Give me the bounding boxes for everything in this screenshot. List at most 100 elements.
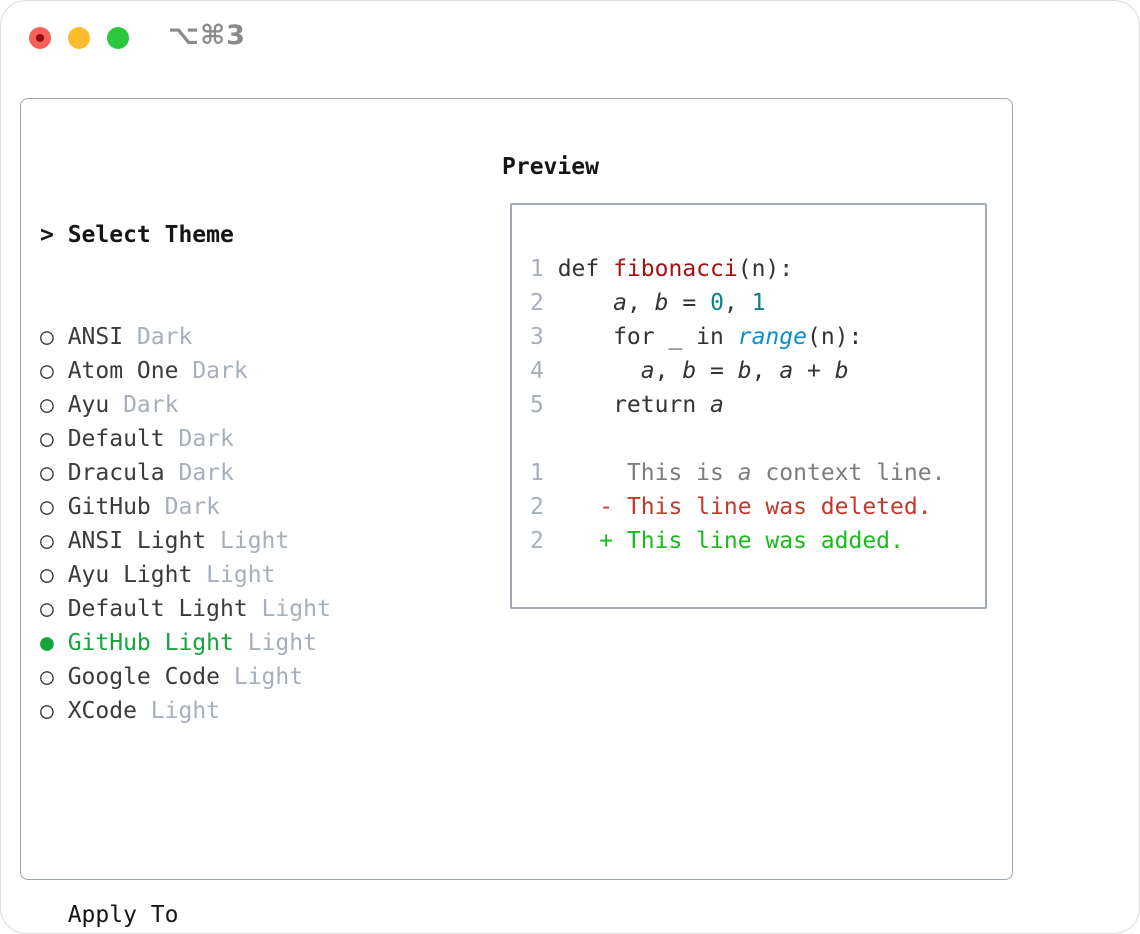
code-token: a <box>737 460 752 486</box>
spacer <box>40 796 428 830</box>
preview-heading: Preview <box>502 154 599 180</box>
close-inner-dot-icon <box>36 34 44 42</box>
line-number: 2 <box>530 528 544 554</box>
theme-option[interactable]: ○Google Code Light <box>40 660 428 694</box>
theme-option[interactable]: ○ANSI Light Light <box>40 524 428 558</box>
apply-to-label: Apply To <box>67 902 179 928</box>
code-line: 5 return a <box>530 388 985 422</box>
code-line: 1 This is a context line. <box>530 456 985 490</box>
window-title: ⌥⌘3 <box>168 20 246 51</box>
line-number: 1 <box>530 256 544 282</box>
theme-name: Ayu Light <box>67 562 193 588</box>
code-line: 2 - This line was deleted. <box>530 490 985 524</box>
radio-off-icon: ○ <box>40 698 54 724</box>
theme-selector: >Select Theme ○ANSI Dark○Atom One Dark○A… <box>40 150 428 933</box>
theme-option[interactable]: ○XCode Light <box>40 694 428 728</box>
radio-on-icon: ● <box>40 630 54 656</box>
theme-option[interactable]: ○Dracula Dark <box>40 456 428 490</box>
code-token: a <box>640 358 655 384</box>
theme-name: Atom One <box>67 358 179 384</box>
theme-variant-tag: Light <box>247 596 331 622</box>
theme-variant-tag: Light <box>233 630 317 656</box>
radio-off-icon: ○ <box>40 392 54 418</box>
code-token: , <box>654 358 683 384</box>
code-token: (n): <box>806 324 863 350</box>
code-token: 0 <box>710 290 724 316</box>
code-token: b <box>654 290 669 316</box>
code-line: 2 + This line was added. <box>530 524 985 558</box>
radio-off-icon: ○ <box>40 358 54 384</box>
code-token <box>544 290 613 316</box>
close-button[interactable] <box>29 27 51 49</box>
code-token: return <box>543 392 711 418</box>
theme-option[interactable]: ● GitHub Light Light <box>40 626 428 660</box>
line-number: 4 <box>530 358 544 384</box>
code-token: b <box>682 358 697 384</box>
radio-off-icon: ○ <box>40 494 54 520</box>
theme-variant-tag: Dark <box>150 494 221 520</box>
line-number: 3 <box>530 324 544 350</box>
minimize-button[interactable] <box>68 27 90 49</box>
code-token: + This line was added. <box>543 528 904 554</box>
theme-variant-tag: Dark <box>109 392 179 418</box>
theme-name: Default <box>67 426 165 452</box>
line-number: 2 <box>530 494 544 520</box>
code-token: + <box>793 358 835 384</box>
code-line: 2 a, b = 0, 1 <box>530 286 985 320</box>
dialog-panel: >Select Theme ○ANSI Dark○Atom One Dark○A… <box>20 98 1013 928</box>
theme-option[interactable]: ○ GitHub Dark <box>40 490 428 524</box>
code-token: context line. <box>751 460 946 486</box>
theme-variant-tag: Light <box>206 528 290 554</box>
code-line: 1 def fibonacci(n): <box>530 252 985 286</box>
code-token: 1 <box>751 290 766 316</box>
radio-off-icon: ○ <box>40 596 54 622</box>
code-token: for _ in <box>543 324 738 350</box>
theme-option[interactable]: ○ Default Dark <box>40 422 428 456</box>
theme-variant-tag: Dark <box>164 426 234 452</box>
code-token: = <box>668 290 711 316</box>
theme-option[interactable]: ○ Default Light Light <box>40 592 428 626</box>
theme-name: GitHub Light <box>67 630 234 656</box>
theme-list: ○ANSI Dark○Atom One Dark○Ayu Dark○Defaul… <box>40 320 428 728</box>
theme-variant-tag: Dark <box>178 358 248 384</box>
code-line: 3 for _ in range(n): <box>530 320 985 354</box>
theme-option[interactable]: ○ANSI Dark <box>40 320 428 354</box>
code-token: - This line was deleted. <box>543 494 932 520</box>
titlebar: ⌥⌘3 <box>1 1 1139 76</box>
apply-to-header: Apply To <box>40 898 428 932</box>
select-theme-header: >Select Theme <box>40 218 428 252</box>
code-token: (n): <box>737 256 794 282</box>
theme-option[interactable]: ○Ayu Light Light <box>40 558 428 592</box>
theme-name: Default Light <box>67 596 248 622</box>
traffic-lights <box>29 27 129 49</box>
code-token: a <box>710 392 724 418</box>
line-number: 1 <box>530 460 544 486</box>
theme-name: XCode <box>67 698 137 724</box>
theme-variant-tag: Light <box>220 664 304 690</box>
code-token: def <box>543 256 614 282</box>
code-token: , <box>723 290 752 316</box>
radio-off-icon: ○ <box>40 460 54 486</box>
radio-off-icon: ○ <box>40 324 54 350</box>
theme-variant-tag: Dark <box>164 460 234 486</box>
code-token: a <box>613 290 627 316</box>
code-token: This is <box>543 460 738 486</box>
code-token: b <box>737 358 752 384</box>
theme-option[interactable]: ○ Atom One Dark <box>40 354 428 388</box>
select-theme-label: Select Theme <box>67 222 234 248</box>
zoom-button[interactable] <box>107 27 129 49</box>
code-token: = <box>696 358 738 384</box>
code-token: fibonacci <box>613 256 738 282</box>
radio-off-icon: ○ <box>40 562 54 588</box>
radio-off-icon: ○ <box>40 664 54 690</box>
code-token: , <box>751 358 780 384</box>
radio-off-icon: ○ <box>40 528 54 554</box>
radio-off-icon: ○ <box>40 426 54 452</box>
theme-option[interactable]: ○Ayu Dark <box>40 388 428 422</box>
line-number: 5 <box>530 392 544 418</box>
code-line <box>530 422 985 456</box>
code-token: a <box>779 358 794 384</box>
theme-name: ANSI <box>67 324 124 350</box>
theme-name: GitHub <box>67 494 151 520</box>
